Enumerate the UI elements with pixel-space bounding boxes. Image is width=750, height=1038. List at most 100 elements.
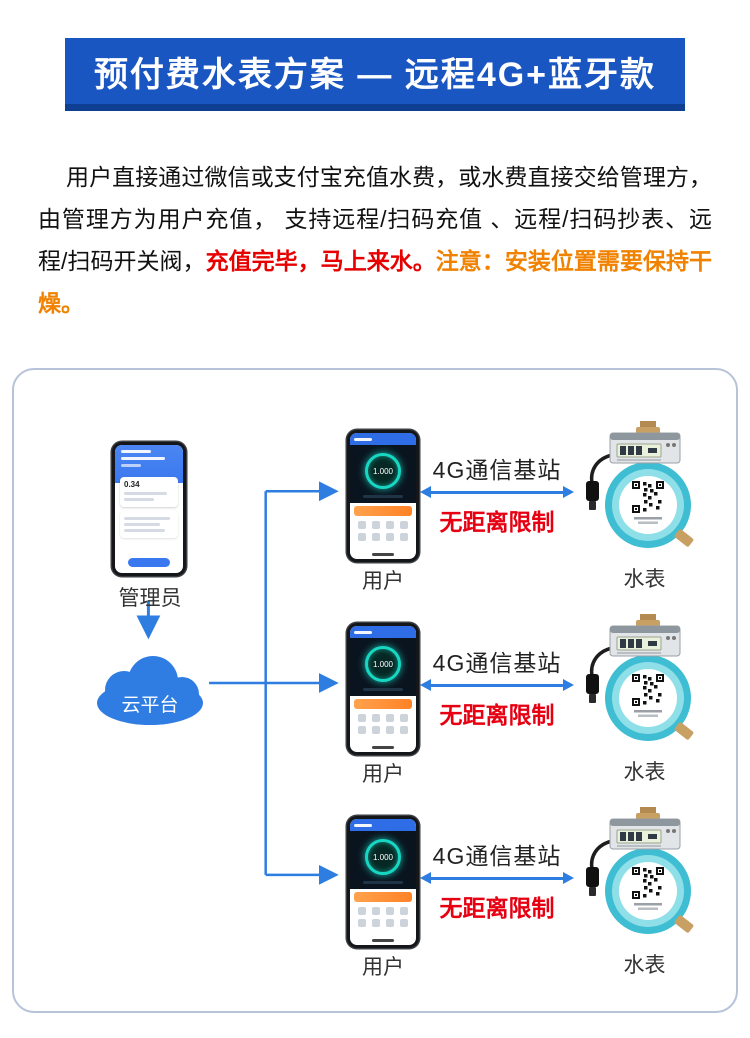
- app-icon: [358, 533, 366, 541]
- placeholder-line: [363, 881, 403, 884]
- user-label: 用户: [362, 763, 404, 786]
- admin-action-button: [128, 558, 170, 567]
- placeholder-line: [124, 523, 160, 526]
- placeholder-line: [121, 457, 165, 460]
- diagram-row: 1.000 用户 4G通信基站 无距离限制: [334, 415, 732, 605]
- placeholder-line: [354, 630, 372, 634]
- admin-label: 管理员: [118, 587, 182, 610]
- app-icon: [386, 726, 394, 734]
- user-app-header: [350, 433, 416, 445]
- intro-text-red: 充值完毕，马上来水。: [205, 248, 436, 274]
- app-icon: [372, 521, 380, 529]
- app-icon: [358, 919, 366, 927]
- water-meter-icon: [586, 807, 694, 934]
- home-indicator: [372, 939, 394, 942]
- phone-reading-value: 1.000: [372, 852, 394, 862]
- diagram-frame: 0.34 管理员 云平台: [12, 368, 738, 1013]
- water-meter: [582, 421, 707, 551]
- app-icon: [372, 533, 380, 541]
- user-phone: 1.000: [347, 623, 419, 755]
- station-label: 4G通信基站: [432, 843, 562, 869]
- meter-label: 水表: [623, 954, 666, 977]
- water-meter-icon: [586, 421, 694, 548]
- app-icon: [358, 714, 366, 722]
- placeholder-line: [124, 529, 165, 532]
- double-arrow-icon: [420, 872, 574, 884]
- water-meter: [582, 807, 707, 937]
- water-meter: [582, 614, 707, 744]
- admin-app-header: [115, 445, 183, 483]
- placeholder-line: [121, 464, 141, 467]
- banner: 预付费水表方案 — 远程4G+蓝牙款: [65, 38, 685, 104]
- intro-text-black: 用户直接通过微信或支付宝充值水费，或水费直接交给管理方，由管理方为用户充值， 支…: [38, 164, 712, 274]
- user-phone-screen: 1.000: [350, 819, 416, 945]
- cloud-label: 云平台: [121, 695, 179, 716]
- app-icon: [386, 919, 394, 927]
- cloud-icon: [97, 656, 203, 725]
- app-icon: [372, 714, 380, 722]
- app-icon: [400, 919, 408, 927]
- app-icon: [358, 907, 366, 915]
- station-label: 4G通信基站: [432, 457, 562, 483]
- diagram-row: 1.000 用户 4G通信基站 无距离限制: [334, 801, 732, 991]
- user-app-header: [350, 819, 416, 831]
- user-app-header: [350, 626, 416, 638]
- app-icon: [358, 521, 366, 529]
- placeholder-line: [354, 823, 372, 827]
- app-icon: [386, 533, 394, 541]
- app-icon: [400, 521, 408, 529]
- user-label: 用户: [362, 956, 404, 979]
- user-phone-screen: 1.000: [350, 626, 416, 752]
- banner-title: 预付费水表方案 — 远程4G+蓝牙款: [93, 55, 657, 94]
- user-phone: 1.000: [347, 430, 419, 562]
- admin-phone-screen: 0.34: [115, 445, 183, 573]
- double-arrow-icon: [420, 679, 574, 691]
- admin-phone: 0.34: [112, 442, 186, 576]
- reading-ring: 1.000: [365, 839, 401, 875]
- admin-balance-value: 0.34: [124, 480, 140, 489]
- admin-balance-card: 0.34: [120, 477, 178, 507]
- home-indicator: [372, 746, 394, 749]
- meter-reading-panel: 1.000: [350, 638, 416, 696]
- meter-label: 水表: [623, 568, 666, 591]
- intro-paragraph: 用户直接通过微信或支付宝充值水费，或水费直接交给管理方，由管理方为用户充值， 支…: [38, 156, 712, 324]
- user-phone: 1.000: [347, 816, 419, 948]
- meter-reading-panel: 1.000: [350, 445, 416, 503]
- diagram-row: 1.000 用户 4G通信基站 无距离限制: [334, 608, 732, 798]
- app-icon: [386, 907, 394, 915]
- meter-label: 水表: [623, 761, 666, 784]
- distance-label: 无距离限制: [439, 895, 555, 921]
- phone-reading-value: 1.000: [372, 659, 394, 669]
- home-indicator: [372, 553, 394, 556]
- app-icon-grid: [350, 709, 416, 734]
- placeholder-line: [121, 450, 151, 453]
- app-icon: [372, 726, 380, 734]
- recharge-banner: [354, 699, 412, 709]
- page: 预付费水表方案 — 远程4G+蓝牙款 用户直接通过微信或支付宝充值水费，或水费直…: [0, 38, 750, 1013]
- recharge-banner: [354, 892, 412, 902]
- placeholder-line: [363, 688, 403, 691]
- app-icon-grid: [350, 902, 416, 927]
- app-icon: [400, 726, 408, 734]
- placeholder-line: [124, 517, 170, 520]
- phone-reading-value: 1.000: [372, 466, 394, 476]
- app-icon: [386, 521, 394, 529]
- cloud-platform: 云平台: [90, 650, 210, 726]
- placeholder-line: [124, 498, 154, 501]
- reading-ring: 1.000: [365, 453, 401, 489]
- app-icon: [358, 726, 366, 734]
- user-phone-screen: 1.000: [350, 433, 416, 559]
- user-label: 用户: [362, 570, 404, 593]
- double-arrow-icon: [420, 486, 574, 498]
- app-icon-grid: [350, 516, 416, 541]
- admin-list-card: [120, 511, 178, 538]
- distance-label: 无距离限制: [439, 509, 555, 535]
- app-icon: [400, 714, 408, 722]
- app-icon: [400, 907, 408, 915]
- intro-text-orange: 注意：安装位置需要保持干燥。: [38, 248, 713, 316]
- recharge-banner: [354, 506, 412, 516]
- app-icon: [386, 714, 394, 722]
- station-label: 4G通信基站: [432, 650, 562, 676]
- water-meter-icon: [586, 614, 694, 741]
- app-icon: [400, 533, 408, 541]
